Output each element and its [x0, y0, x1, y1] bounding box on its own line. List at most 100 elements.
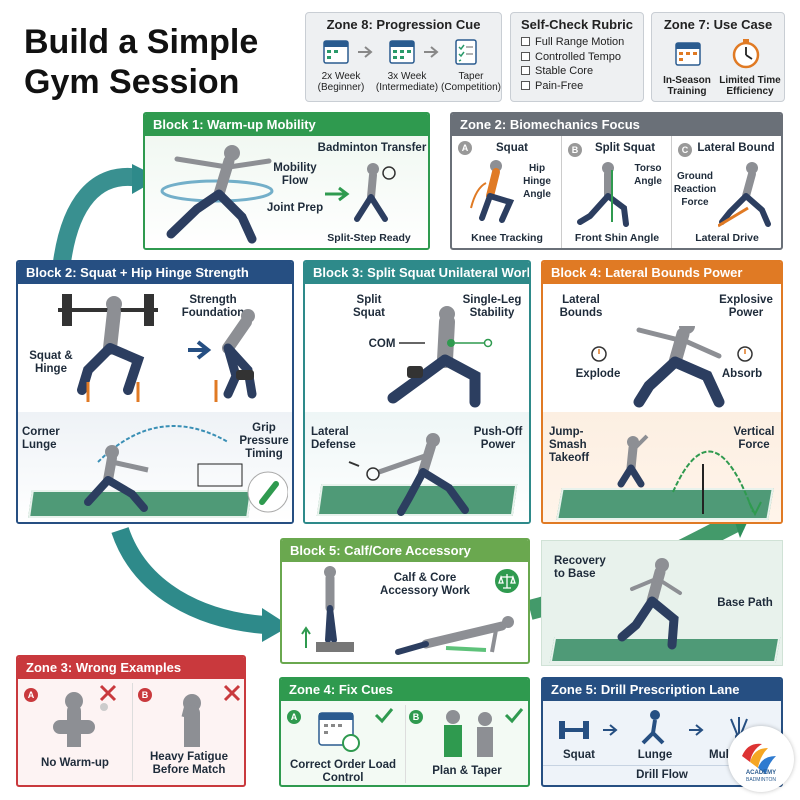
label-split-squat: Split Squat [353, 294, 385, 319]
label-plan-taper: Plan & Taper [432, 765, 502, 777]
zone8-item-2: 3x Week(Intermediate) [375, 71, 439, 93]
x-mark-icon [99, 684, 117, 702]
rubric-title: Self-Check Rubric [521, 17, 633, 32]
check-mark-icon [504, 708, 524, 724]
lunge-icon [641, 710, 665, 745]
label-mobility-flow: Mobility Flow [273, 162, 317, 187]
label-absorb: Absorb [721, 368, 763, 380]
jump-smash-figure [617, 434, 762, 517]
label-explode: Explode [575, 368, 621, 380]
label-multi: Mul [709, 749, 729, 761]
label-lateral-bounds: Lateral Bounds [559, 294, 603, 319]
calendar-clock-icon [318, 712, 360, 752]
label-heavy-fatigue: Heavy Fatigue Before Match [150, 751, 228, 776]
calf-core-figures [301, 566, 514, 655]
split-step-figure [325, 163, 396, 222]
bound-figure [718, 162, 771, 228]
lateral-defense-figure [348, 433, 469, 516]
checkbox-icon [521, 66, 530, 75]
lunge-court-figure [84, 425, 288, 513]
label-squat: Squat [563, 749, 595, 761]
zone8-progression-cue: Zone 8: Progression Cue 2x Week(Beginner… [305, 12, 502, 102]
block4-lateral-bounds: Block 4: Lateral Bounds Power Lateral Bo… [541, 260, 783, 524]
svg-text:ACADEMY: ACADEMY [746, 770, 776, 776]
block2-squat-hinge: Block 2: Squat + Hip Hinge Strength Stre… [16, 260, 294, 524]
logo-emblem: ACADEMY BADMINTON [742, 743, 776, 783]
label-strength-foundation: Strength Foundation [181, 294, 245, 319]
zone7-item-2: Limited Time Efficiency [719, 75, 781, 97]
label-push-off-power: Push-Off Power [473, 426, 523, 451]
block1-title: Block 1: Warm-up Mobility [145, 114, 428, 136]
zone5-title: Zone 5: Drill Prescription Lane [543, 679, 781, 701]
tired-person-figure [53, 692, 108, 747]
checkbox-icon [521, 37, 530, 46]
academy-logo: ACADEMY BADMINTON [728, 726, 794, 792]
stopwatch-icon [732, 39, 760, 69]
label-vertical-force: Vertical Force [733, 426, 775, 451]
label-drill-flow: Drill Flow [636, 769, 688, 781]
zone8-item-1: 2x Week(Beginner) [317, 71, 365, 93]
fatigued-person-figure [181, 694, 201, 747]
label-split-step-ready: Split-Step Ready [327, 232, 411, 244]
checkbox-icon [521, 80, 530, 90]
block3-title: Block 3: Split Squat Unilateral Work [305, 262, 529, 284]
label-lunge: Lunge [637, 749, 673, 761]
zone2-col-split-squat: B Split Squat Torso Angle Front Shin Ang… [562, 136, 672, 248]
self-check-rubric: Self-Check Rubric Full Range Motion Cont… [510, 12, 644, 102]
label-base-path: Base Path [717, 597, 773, 609]
label-explosive-power: Explosive Power [719, 294, 773, 319]
rubric-item: Pain-Free [521, 79, 633, 94]
label-squat-hinge: Squat & Hinge [29, 350, 73, 375]
calendar-icon [675, 42, 701, 66]
rubric-item: Stable Core [521, 64, 633, 79]
calendar-icons [323, 39, 477, 65]
checkbox-icon [521, 51, 530, 61]
label-corner-lunge: Corner Lunge [22, 426, 60, 451]
x-mark-icon [223, 684, 241, 702]
calendar-icon [323, 40, 349, 64]
block5-title: Block 5: Calf/Core Accessory [282, 540, 528, 562]
barbell-squat-figure [58, 294, 257, 402]
zone3-badge-b: B [138, 685, 152, 703]
svg-text:BADMINTON: BADMINTON [746, 777, 776, 783]
zone4-badge-a: A [287, 707, 301, 725]
zone4-fix-cues: Zone 4: Fix Cues A B Correct Order Load … [279, 677, 530, 787]
stopwatch-icon [737, 346, 753, 362]
label-correct-order: Correct Order Load Control [289, 759, 397, 784]
zone2-biomechanics-focus: Zone 2: Biomechanics Focus A Squat Hip H… [450, 112, 783, 250]
balance-scale-icon [495, 569, 519, 593]
block3-split-squat: Block 3: Split Squat Unilateral Work Spl… [303, 260, 531, 524]
bound-power-figure [591, 326, 753, 408]
lunge-rotation-figure [160, 145, 274, 244]
zone7-item-1: In-Season Training [663, 75, 711, 97]
split-squat-dumbbell-figure [387, 306, 493, 408]
squat-figure [470, 160, 515, 223]
recovery-panel: Recovery to Base Base Path [541, 540, 783, 666]
recovery-run-figure [617, 558, 682, 650]
checklist-icon [455, 39, 477, 65]
coach-athlete-figures [444, 710, 493, 757]
label-badminton-transfer: Badminton Transfer [317, 142, 427, 154]
zone3-badge-a: A [24, 685, 38, 703]
label-lateral-defense: Lateral Defense [311, 426, 356, 451]
rubric-item: Controlled Tempo [521, 50, 633, 65]
zone3-title: Zone 3: Wrong Examples [18, 657, 244, 679]
rubric-item: Full Range Motion [521, 35, 633, 50]
block4-title: Block 4: Lateral Bounds Power [543, 262, 781, 284]
block5-calf-core: Block 5: Calf/Core Accessory Calf & Core… [280, 538, 530, 664]
label-com: COM [368, 338, 396, 350]
dumbbell-icon [559, 721, 589, 739]
label-grip-pressure: Grip Pressure Timing [239, 422, 289, 460]
label-recovery-to-base: Recovery to Base [554, 555, 606, 580]
page-title: Build a Simple Gym Session [24, 23, 259, 101]
zone7-use-case: Zone 7: Use Case In-Season Training Limi… [651, 12, 785, 102]
block2-title: Block 2: Squat + Hip Hinge Strength [18, 262, 292, 284]
label-calf-core: Calf & Core Accessory Work [380, 572, 470, 597]
zone8-item-3: Taper(Competition) [440, 71, 502, 93]
zone3-wrong-examples: Zone 3: Wrong Examples A B No Warm-up He… [16, 655, 246, 787]
label-jump-smash-takeoff: Jump-Smash Takeoff [549, 426, 590, 464]
zone4-badge-b: B [409, 707, 423, 725]
label-joint-prep: Joint Prep [266, 202, 324, 214]
label-single-leg-stability: Single-Leg Stability [462, 294, 522, 319]
block1-warmup-mobility: Block 1: Warm-up Mobility Mobility Flow … [143, 112, 430, 250]
